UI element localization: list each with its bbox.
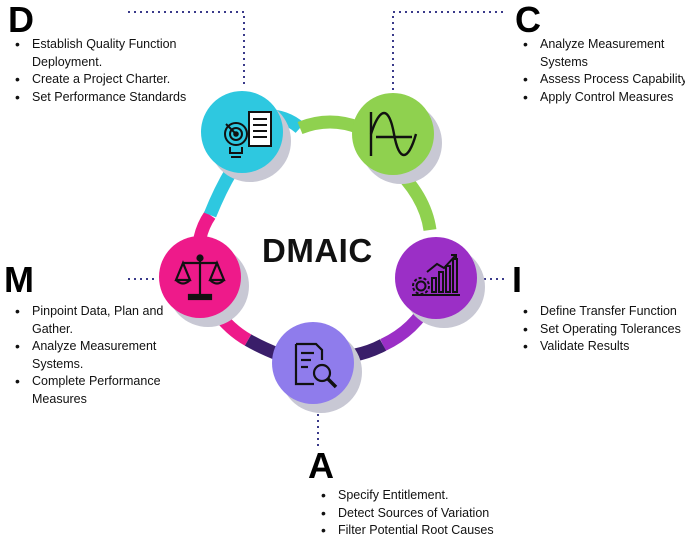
- define-list: Establish Quality Function Deployment. C…: [10, 36, 232, 106]
- improve-list: Define Transfer Function Set Operating T…: [518, 303, 685, 356]
- node-analyze: [272, 322, 362, 413]
- list-item: Complete Performance Measures: [15, 373, 182, 408]
- connector-define: [128, 11, 245, 88]
- phase-letter-analyze: A: [308, 445, 334, 486]
- list-item: Assess Process Capability: [523, 71, 685, 89]
- list-item: Filter Potential Root Causes: [321, 522, 538, 540]
- phase-letter-define: D: [8, 0, 34, 40]
- node-circle-analyze: [272, 322, 354, 404]
- list-item: Create a Project Charter.: [15, 71, 232, 89]
- gear-bar-chart-icon: [412, 254, 460, 296]
- node-improve: [395, 237, 485, 328]
- phase-letter-measure: M: [4, 259, 34, 300]
- node-define: [201, 91, 291, 182]
- list-item: Pinpoint Data, Plan and Gather.: [15, 303, 182, 338]
- list-item: Validate Results: [523, 338, 685, 356]
- ring-arc-measure-define-a: [193, 211, 216, 240]
- control-list: Analyze Measurement Systems Assess Proce…: [518, 36, 685, 106]
- list-item: Analyze Measurement Systems.: [15, 338, 182, 373]
- measure-list: Pinpoint Data, Plan and Gather. Analyze …: [10, 303, 182, 408]
- analyze-list: Specify Entitlement. Detect Sources of V…: [316, 487, 538, 540]
- ring-arc-improve-analyze-b: [353, 339, 387, 362]
- list-item: Establish Quality Function Deployment.: [15, 36, 232, 71]
- phase-letter-control: C: [515, 0, 541, 40]
- list-item: Set Performance Standards: [15, 89, 232, 107]
- phase-letter-improve: I: [512, 259, 523, 300]
- target-lightbulb-document-icon: [224, 111, 272, 158]
- connector-control: [392, 11, 505, 96]
- ring-arc-control-join: [297, 115, 363, 135]
- list-item: Apply Control Measures: [523, 89, 685, 107]
- node-measure: [159, 236, 249, 327]
- list-item: Set Operating Tolerances: [523, 321, 685, 339]
- ring-arc-measure-define-b: [203, 166, 238, 218]
- balance-scale-icon: [174, 254, 226, 301]
- document-magnifier-icon: [294, 342, 338, 389]
- center-title: DMAIC: [262, 232, 373, 269]
- node-control: [352, 93, 442, 184]
- control-curve-icon: [369, 112, 418, 156]
- list-item: Analyze Measurement Systems: [523, 36, 685, 71]
- list-item: Specify Entitlement.: [321, 487, 538, 505]
- list-item: Define Transfer Function: [523, 303, 685, 321]
- list-item: Detect Sources of Variation: [321, 505, 538, 523]
